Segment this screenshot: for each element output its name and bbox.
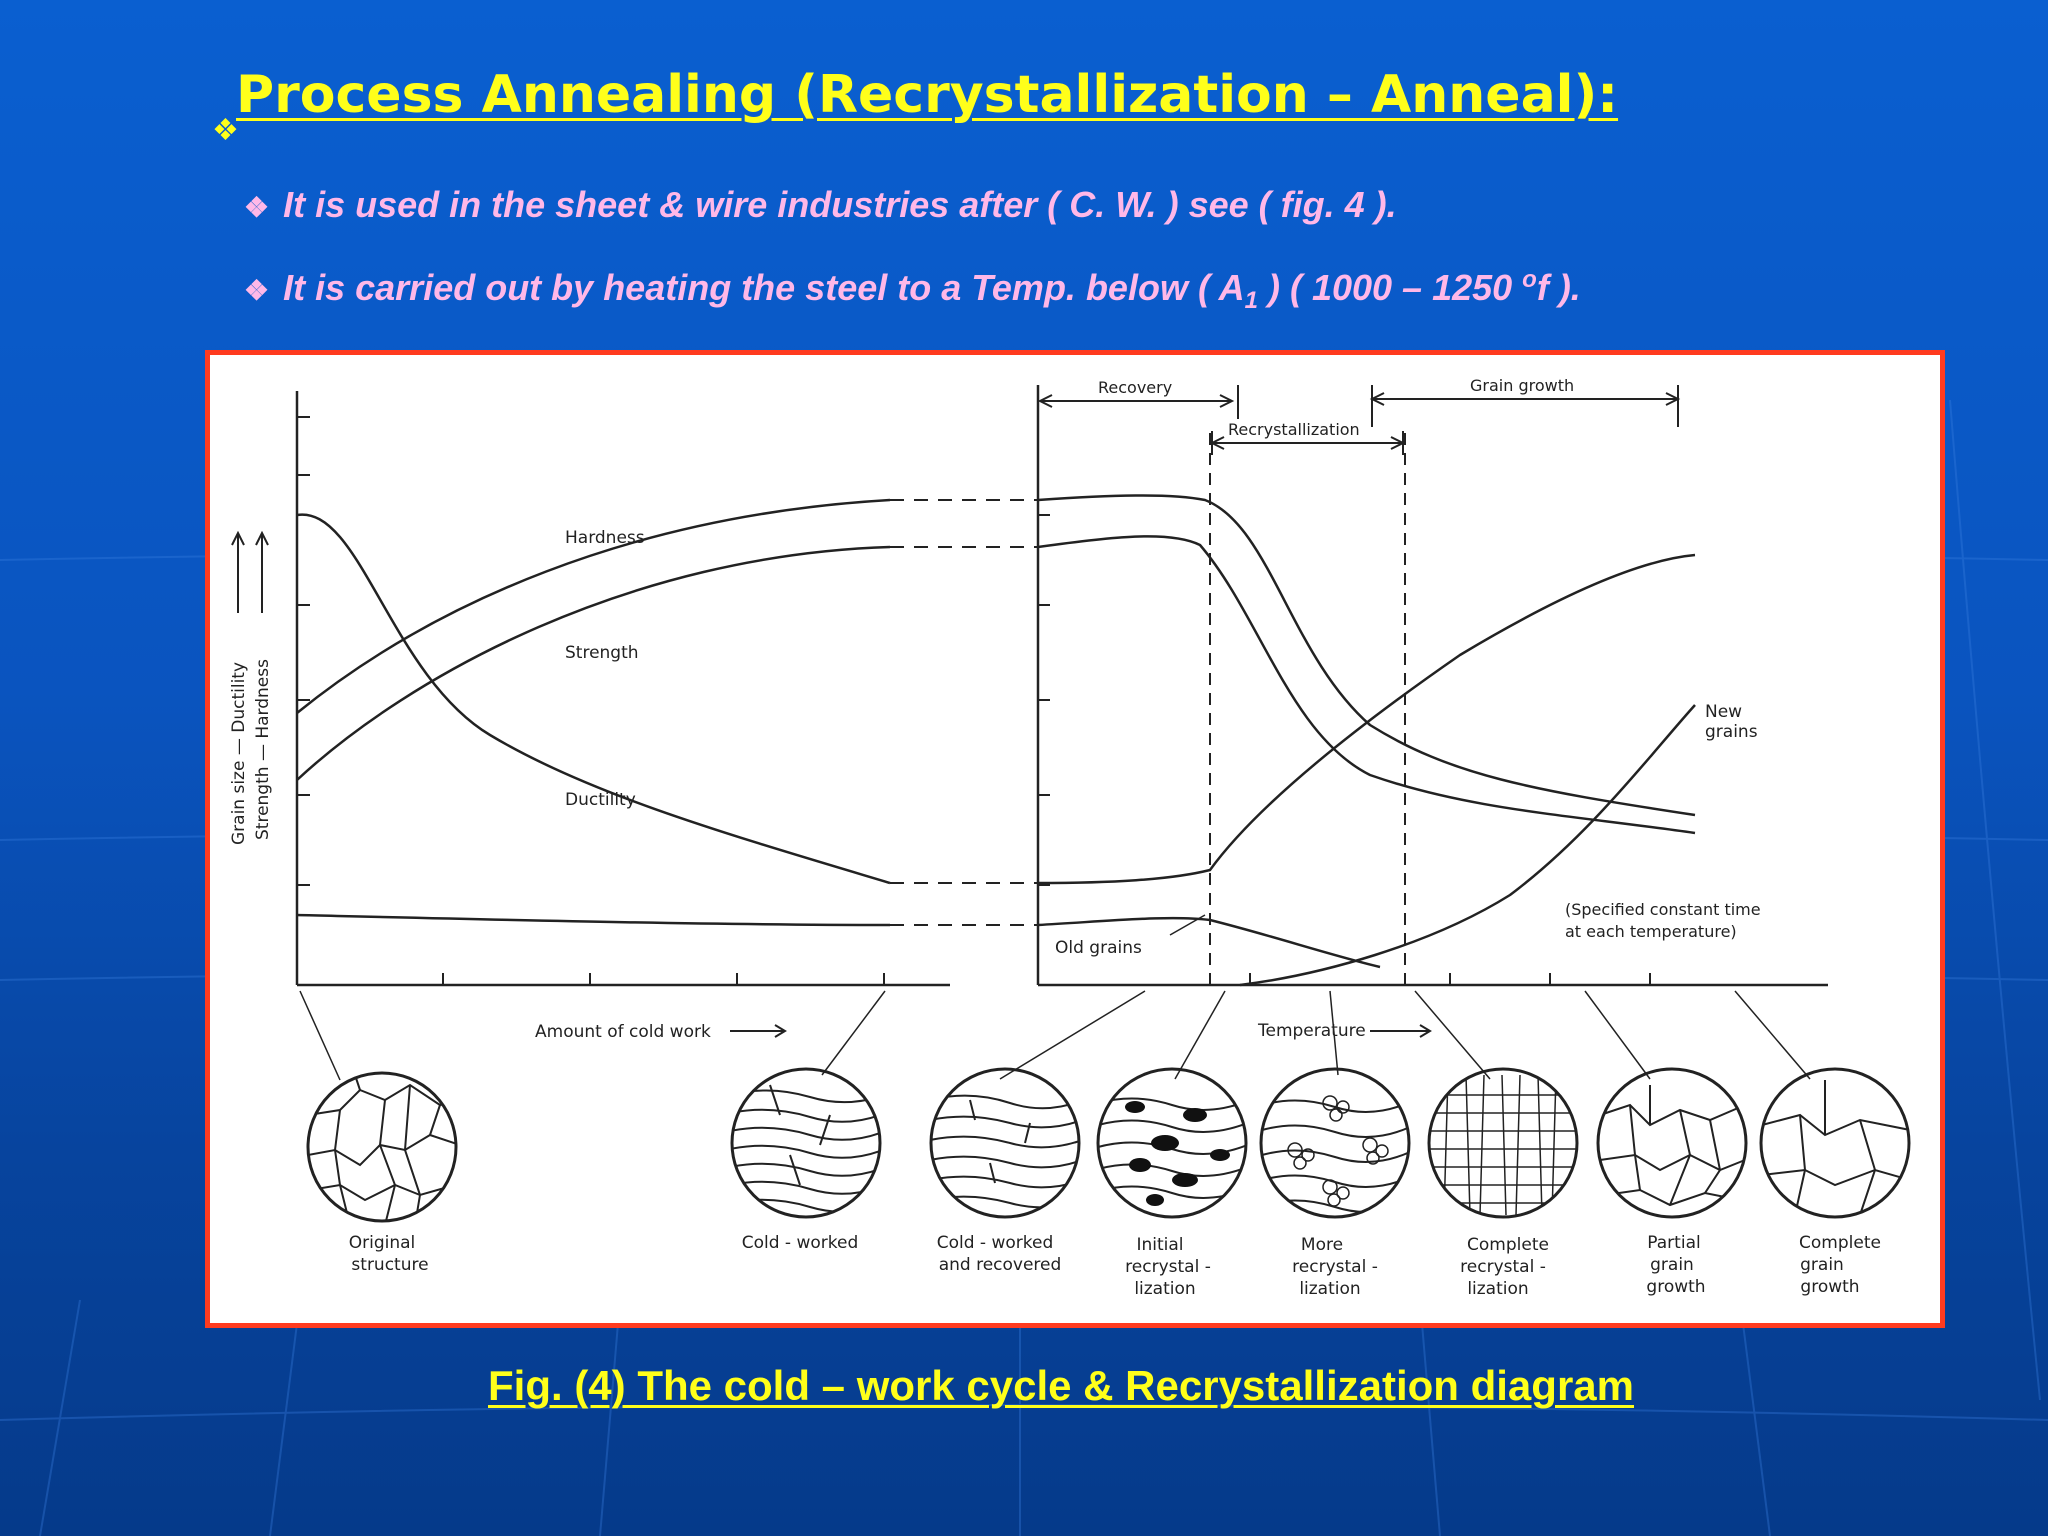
label-more-3: lization [1299,1279,1360,1299]
figure-caption: Fig. (4) The cold – work cycle & Recryst… [488,1362,1634,1409]
microstructure-more-recrystallization-circle [1259,1067,1411,1219]
label-complete-rx-1: Complete [1467,1235,1549,1255]
bullet-item-1: ❖ It is used in the sheet & wire industri… [244,180,1581,233]
bullet-text: It is carried out by heating the steel t… [283,267,1245,308]
pointer-lines [299,990,1811,1081]
label-original-2: structure [351,1255,428,1275]
subscript: 1 [1244,287,1258,315]
label-partial-3: growth [1646,1277,1705,1297]
old-grains-pointer [1169,914,1206,936]
microstructure-partial-grain-growth-circle [1596,1067,1748,1219]
label-complete-gg-3: growth [1800,1277,1859,1297]
title-bullet-icon: ❖ [212,114,239,147]
region-boundaries [1209,433,1406,985]
x-axis-arrows [730,1024,1432,1038]
bullet-list: ❖ It is used in the sheet & wire industri… [244,180,1581,348]
superscript: o [1522,266,1537,293]
label-more-1: More [1301,1235,1343,1255]
recrystallization-arrow [1209,431,1406,455]
x-label-right: Temperature [1257,1021,1366,1041]
y-label-inner: Strength — Hardness [253,659,273,840]
old-grains-label: Old grains [1055,938,1142,958]
figure-frame: Grain size — Ductility Strength — Hardne… [205,350,1945,1328]
microstructure-initial-recrystallization-circle [1096,1067,1248,1219]
cold-work-diagram: Grain size — Ductility Strength — Hardne… [229,376,1911,1299]
bullet-text-end: f ). [1536,267,1581,308]
label-complete-rx-3: lization [1467,1279,1528,1299]
microstructure-complete-grain-growth-circle [1759,1067,1911,1219]
left-y-ticks [297,416,310,886]
recovery-arrow [1037,385,1239,419]
new-grains-curve [1239,704,1696,987]
ductility-label: Ductility [565,790,636,810]
ductility-curve-left [296,513,891,885]
y-label-outer: Grain size — Ductility [229,662,249,845]
label-initial-3: lization [1134,1279,1195,1299]
label-original-1: Original [349,1233,416,1253]
hardness-curve-left [296,498,891,714]
strength-curve-right [1037,535,1696,835]
strength-curve-left [296,545,891,781]
grain-growth-arrow [1369,385,1681,427]
label-cold-worked-1: Cold - worked [742,1233,859,1253]
slide-title: Process Annealing (Recrystallization – A… [236,65,1619,125]
bullet-text-cont: ) ( 1000 – 1250 [1257,267,1523,308]
diamond-bullet-icon: ❖ [244,192,270,223]
diamond-bullet-icon: ❖ [244,275,270,306]
x-label-left: Amount of cold work [535,1022,711,1042]
label-recovered-2: and recovered [939,1255,1062,1275]
recovery-label: Recovery [1098,378,1172,397]
label-complete-gg-1: Complete [1799,1233,1881,1253]
hardness-label: Hardness [565,528,645,548]
label-complete-gg-2: grain [1800,1255,1844,1275]
bullet-text: It is used in the sheet & wire industrie… [283,184,1397,225]
dashed-connectors [890,499,1038,926]
label-recovered-1: Cold - worked [937,1233,1054,1253]
microstructure-cold-worked-circle [730,1067,882,1219]
label-more-2: recrystal - [1292,1257,1378,1277]
label-partial-1: Partial [1647,1233,1700,1253]
label-initial-2: recrystal - [1125,1257,1211,1277]
microstructure-recovered-circle [929,1067,1081,1219]
grain-growth-label: Grain growth [1470,376,1574,395]
microstructure-original-circle [306,1071,458,1223]
y-axis-arrows [231,530,269,613]
grain-size-line-left [296,913,891,927]
label-complete-rx-2: recrystal - [1460,1257,1546,1277]
recrystallization-label: Recrystallization [1228,420,1360,439]
label-initial-1: Initial [1136,1235,1183,1255]
right-y-ticks [1038,514,1050,886]
hardness-curve-right [1037,494,1696,817]
right-x-ticks [1249,973,1651,985]
ductility-curve-right [1037,553,1696,885]
bullet-item-2: ❖ It is carried out by heating the steel … [244,255,1581,326]
new-grains-label-1: New [1705,702,1742,722]
left-x-ticks [442,973,885,985]
strength-label: Strength [565,643,639,663]
note-line-2: at each temperature) [1565,922,1737,941]
label-partial-2: grain [1650,1255,1694,1275]
microstructure-complete-recrystallization-circle [1427,1067,1579,1219]
note-line-1: (Specified constant time [1565,900,1761,919]
new-grains-label-2: grains [1705,722,1758,742]
